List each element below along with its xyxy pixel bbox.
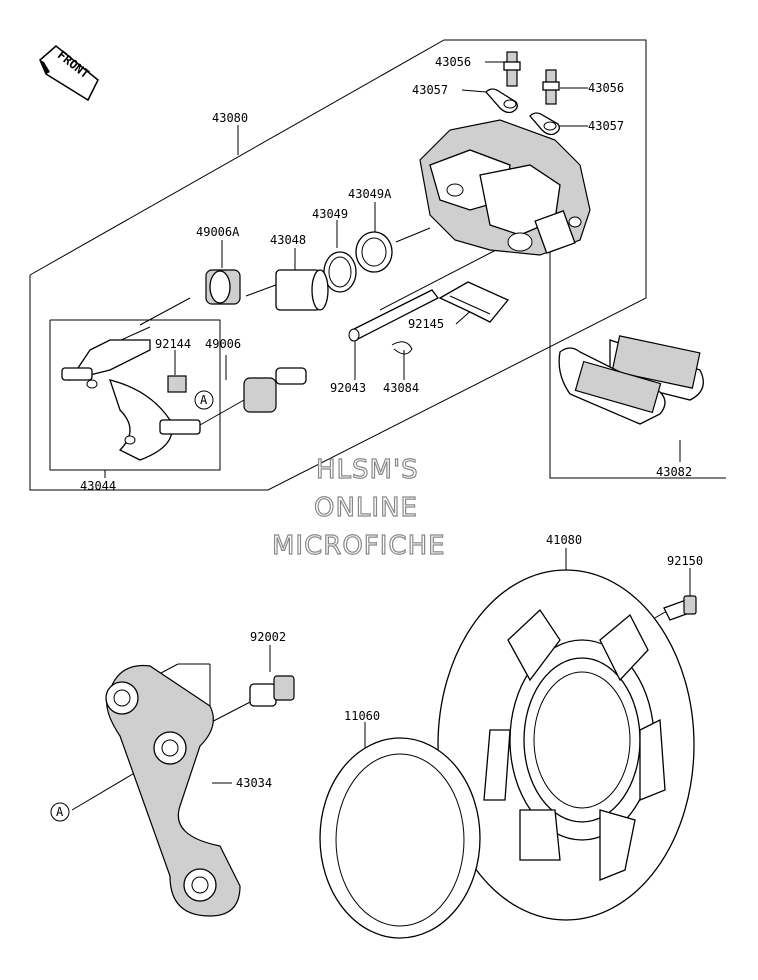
label-43048: 43048 bbox=[270, 233, 306, 247]
watermark-line-3: MICROFICHE bbox=[272, 531, 446, 561]
label-43056-left: 43056 bbox=[435, 55, 471, 69]
watermark-line-1: HLSM'S bbox=[316, 455, 419, 485]
pad-spring bbox=[438, 281, 510, 323]
slide-pin bbox=[348, 289, 439, 355]
label-92002: 92002 bbox=[250, 630, 286, 644]
bleeder-valve-icon bbox=[503, 51, 560, 105]
brake-disc bbox=[437, 569, 695, 921]
front-arrow-icon: FRONT bbox=[39, 45, 99, 102]
disc-bolt-icon bbox=[663, 595, 697, 621]
watermark-line-2: ONLINE bbox=[314, 493, 418, 523]
label-43049: 43049 bbox=[312, 207, 348, 221]
gasket bbox=[319, 737, 481, 939]
label-43084: 43084 bbox=[383, 381, 419, 395]
label-41080: 41080 bbox=[546, 533, 582, 547]
label-92145: 92145 bbox=[408, 317, 444, 331]
part-labels: 43056 43056 43057 43057 43080 43049A 430… bbox=[80, 55, 703, 790]
piston-seals bbox=[275, 231, 393, 311]
bracket-frame-43044 bbox=[49, 319, 221, 471]
leader-lines bbox=[71, 61, 691, 811]
caliper-mount-bracket bbox=[105, 664, 241, 917]
svg-text:A: A bbox=[200, 393, 208, 407]
marker-a-mount: A bbox=[50, 802, 70, 822]
caliper-body bbox=[419, 119, 591, 256]
label-43080: 43080 bbox=[212, 111, 248, 125]
label-43057-left: 43057 bbox=[412, 83, 448, 97]
svg-text:A: A bbox=[56, 805, 64, 819]
label-43082: 43082 bbox=[656, 465, 692, 479]
label-49006: 49006 bbox=[205, 337, 241, 351]
caliper-bracket bbox=[61, 339, 201, 461]
slide-pin-boot bbox=[205, 269, 307, 413]
bleeder-cap-icon bbox=[485, 88, 560, 136]
label-43056-right: 43056 bbox=[588, 81, 624, 95]
marker-a-bracket: A bbox=[194, 390, 214, 410]
label-49006a: 49006A bbox=[196, 225, 240, 239]
label-92043: 92043 bbox=[330, 381, 366, 395]
watermark: HLSM'S ONLINE MICROFICHE bbox=[271, 454, 446, 561]
label-11060: 11060 bbox=[344, 709, 380, 723]
label-43057-right: 43057 bbox=[588, 119, 624, 133]
label-43044: 43044 bbox=[80, 479, 116, 493]
label-43049a: 43049A bbox=[348, 187, 392, 201]
label-92150: 92150 bbox=[667, 554, 703, 568]
brake-pads bbox=[558, 335, 704, 425]
assembly-frame-43080 bbox=[29, 39, 647, 491]
pad-frame bbox=[549, 240, 726, 479]
label-92144: 92144 bbox=[155, 337, 191, 351]
bracket-bolt-icon bbox=[249, 675, 295, 707]
label-43034: 43034 bbox=[236, 776, 272, 790]
